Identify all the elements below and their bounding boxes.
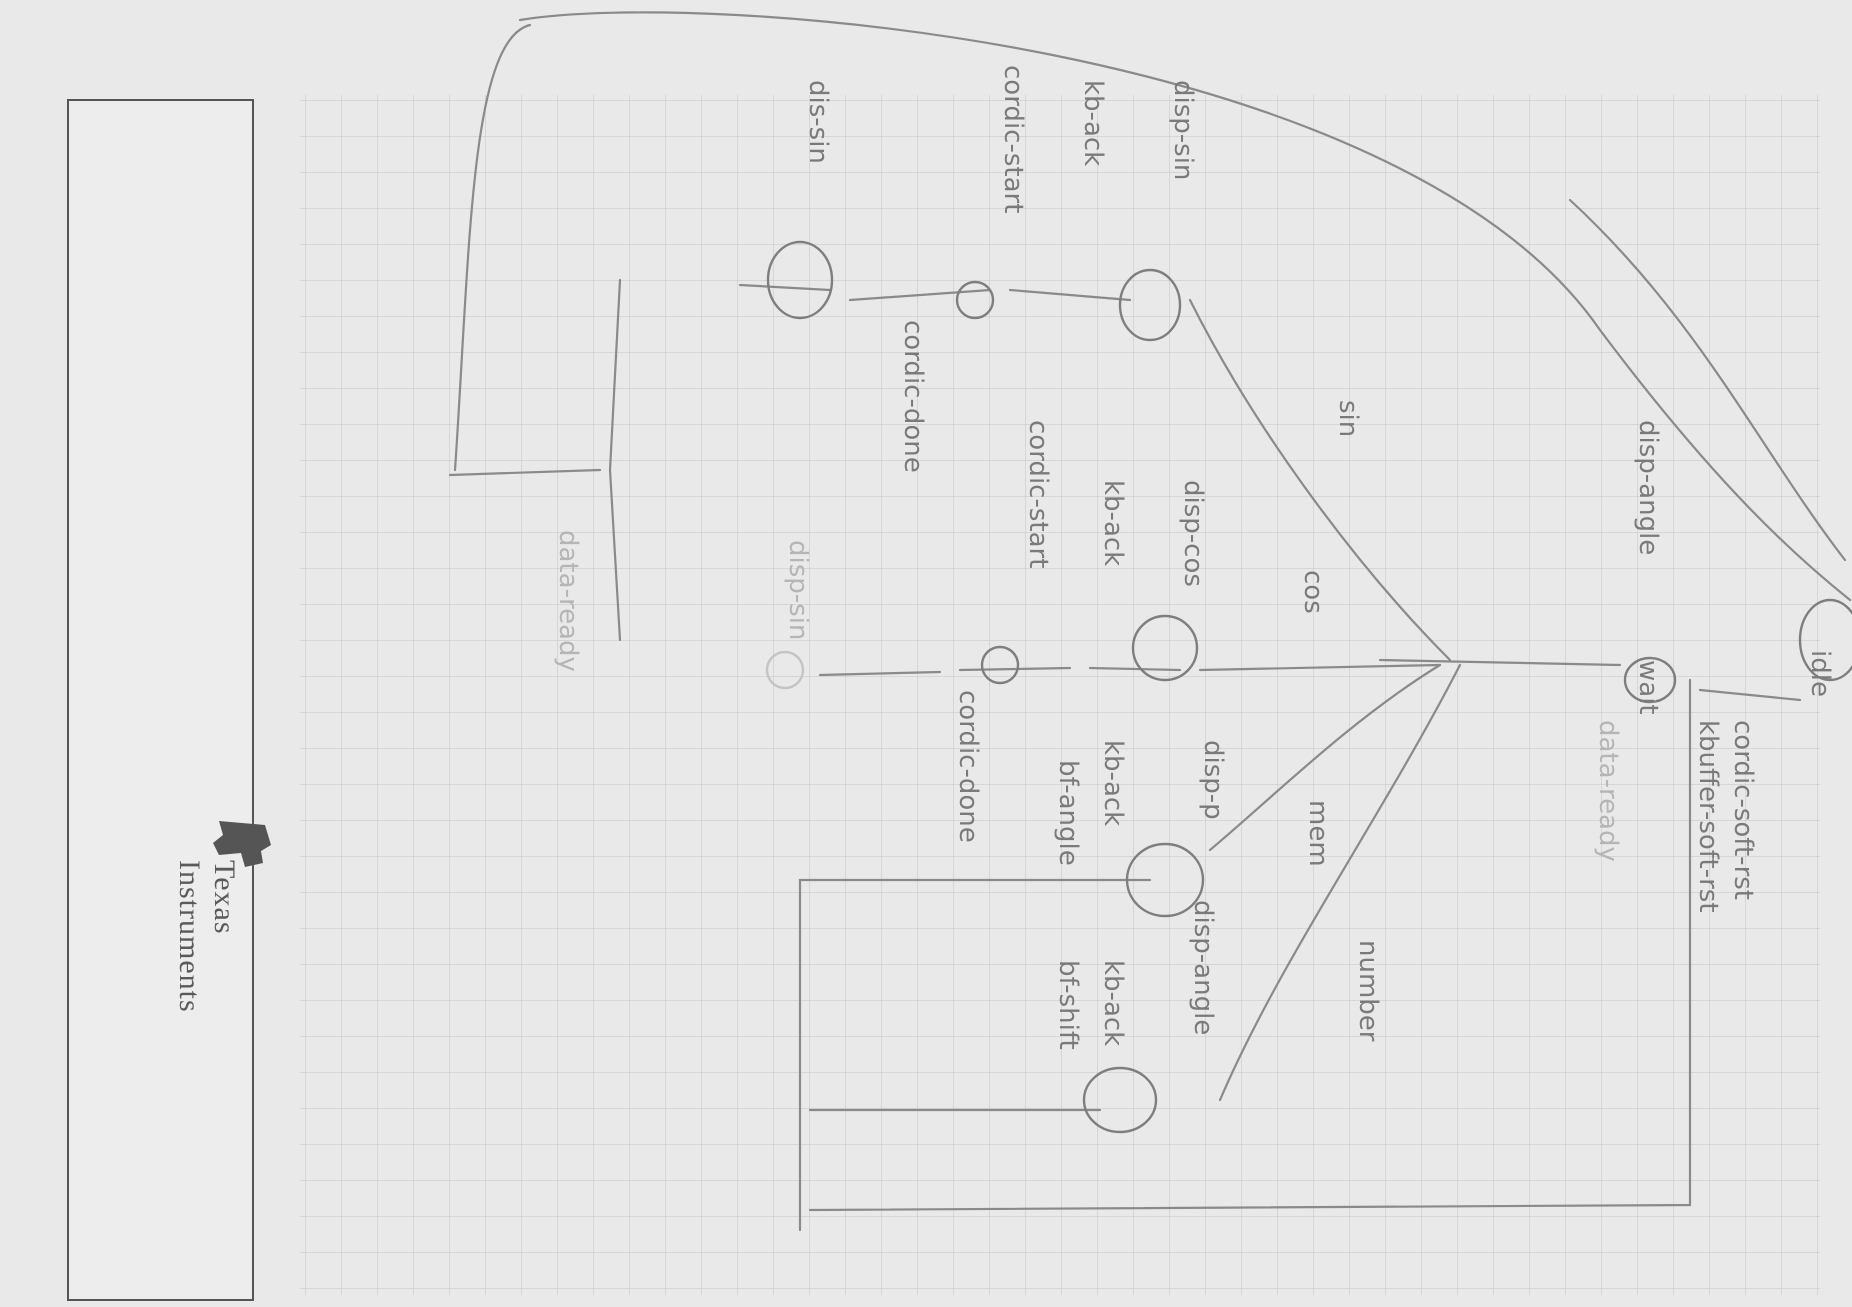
label-sin-data-ready: data-ready — [553, 530, 583, 672]
state-circles — [765, 240, 1852, 1134]
wait-left — [1378, 658, 1622, 667]
fan-cos — [1198, 663, 1442, 672]
label-sin-cordic-done: cordic-done — [898, 320, 928, 473]
label-disp-angle-top: disp-angle — [1633, 420, 1663, 555]
state-disp-mem — [1125, 842, 1205, 918]
diagram-labels: idle cordic-soft-rst kbuffer-soft-rst wa… — [553, 65, 1835, 1050]
transition-lines — [448, 11, 1852, 1232]
sin-col-exit — [448, 468, 602, 477]
label-cos-s1: disp-cos — [1178, 480, 1208, 587]
label-mem-bf-angle: bf-angle — [1053, 760, 1083, 866]
mem-col-line — [798, 878, 1152, 1232]
state-disp-number — [1082, 1066, 1158, 1134]
label-wait: wait — [1633, 660, 1663, 715]
cos-col-line-3 — [818, 670, 942, 677]
fan-sin — [1188, 298, 1452, 662]
label-branch-sin: sin — [1333, 400, 1363, 437]
label-mem-s1: disp-p — [1198, 740, 1228, 820]
label-cos-cordic-done: cordic-done — [953, 690, 983, 843]
graph-grid — [300, 95, 1820, 1295]
label-number-s1: disp-angle — [1188, 900, 1218, 1035]
reset-arc — [518, 11, 1852, 602]
label-sin-s1: disp-sin — [1168, 80, 1198, 180]
inner-arc — [1568, 198, 1847, 562]
idle-to-wait — [1698, 688, 1802, 702]
label-branch-number: number — [1353, 940, 1383, 1042]
label-sin-cordic-start: cordic-start — [998, 65, 1028, 213]
label-number-kb-ack: kb-ack — [1098, 960, 1128, 1046]
cos-col-line-2 — [958, 666, 1072, 672]
label-kbuffer-soft-rst: kbuffer-soft-rst — [1693, 720, 1723, 913]
state-disp-sin-cos — [765, 650, 805, 690]
state-cordic-cos — [980, 645, 1020, 685]
wait-in-line — [808, 678, 1692, 1212]
fan-mem — [1208, 663, 1442, 852]
state-dis-sin — [766, 240, 834, 320]
ti-logo-icon — [213, 821, 271, 867]
state-disp-sin — [1118, 268, 1182, 342]
sin-col-line-1 — [1008, 288, 1132, 302]
label-number-bf-shift: bf-shift — [1053, 960, 1083, 1050]
label-cos-s3: disp-sin — [783, 540, 813, 640]
label-branch-mem: mem — [1303, 800, 1333, 867]
logo-line-1: Texas — [208, 860, 241, 935]
sin-col-line-3 — [738, 283, 832, 292]
cos-col-line-1 — [1088, 666, 1182, 672]
sin-col-line-2 — [848, 288, 992, 302]
outer-left-arc — [453, 23, 532, 472]
sin-col-line-4 — [608, 278, 622, 642]
logo-line-2: Instruments — [173, 860, 206, 1013]
label-cos-kb-ack: kb-ack — [1098, 480, 1128, 566]
label-sin-kb-ack: kb-ack — [1078, 80, 1108, 166]
state-idle — [1798, 598, 1852, 682]
label-mem-kb-ack: kb-ack — [1098, 740, 1128, 826]
state-disp-cos — [1131, 614, 1199, 682]
state-wait — [1623, 656, 1677, 704]
label-branch-cos: cos — [1298, 570, 1328, 614]
fan-number — [1218, 663, 1462, 1102]
label-cordic-soft-rst: cordic-soft-rst — [1728, 720, 1758, 900]
label-idle: idle — [1805, 650, 1835, 697]
label-data-ready-top: data-ready — [1593, 720, 1623, 862]
label-cos-cordic-start: cordic-start — [1023, 420, 1053, 568]
label-sin-s3: dis-sin — [803, 80, 833, 164]
state-cordic-sin — [955, 280, 995, 320]
logo-panel: Texas Instruments — [67, 99, 271, 1301]
